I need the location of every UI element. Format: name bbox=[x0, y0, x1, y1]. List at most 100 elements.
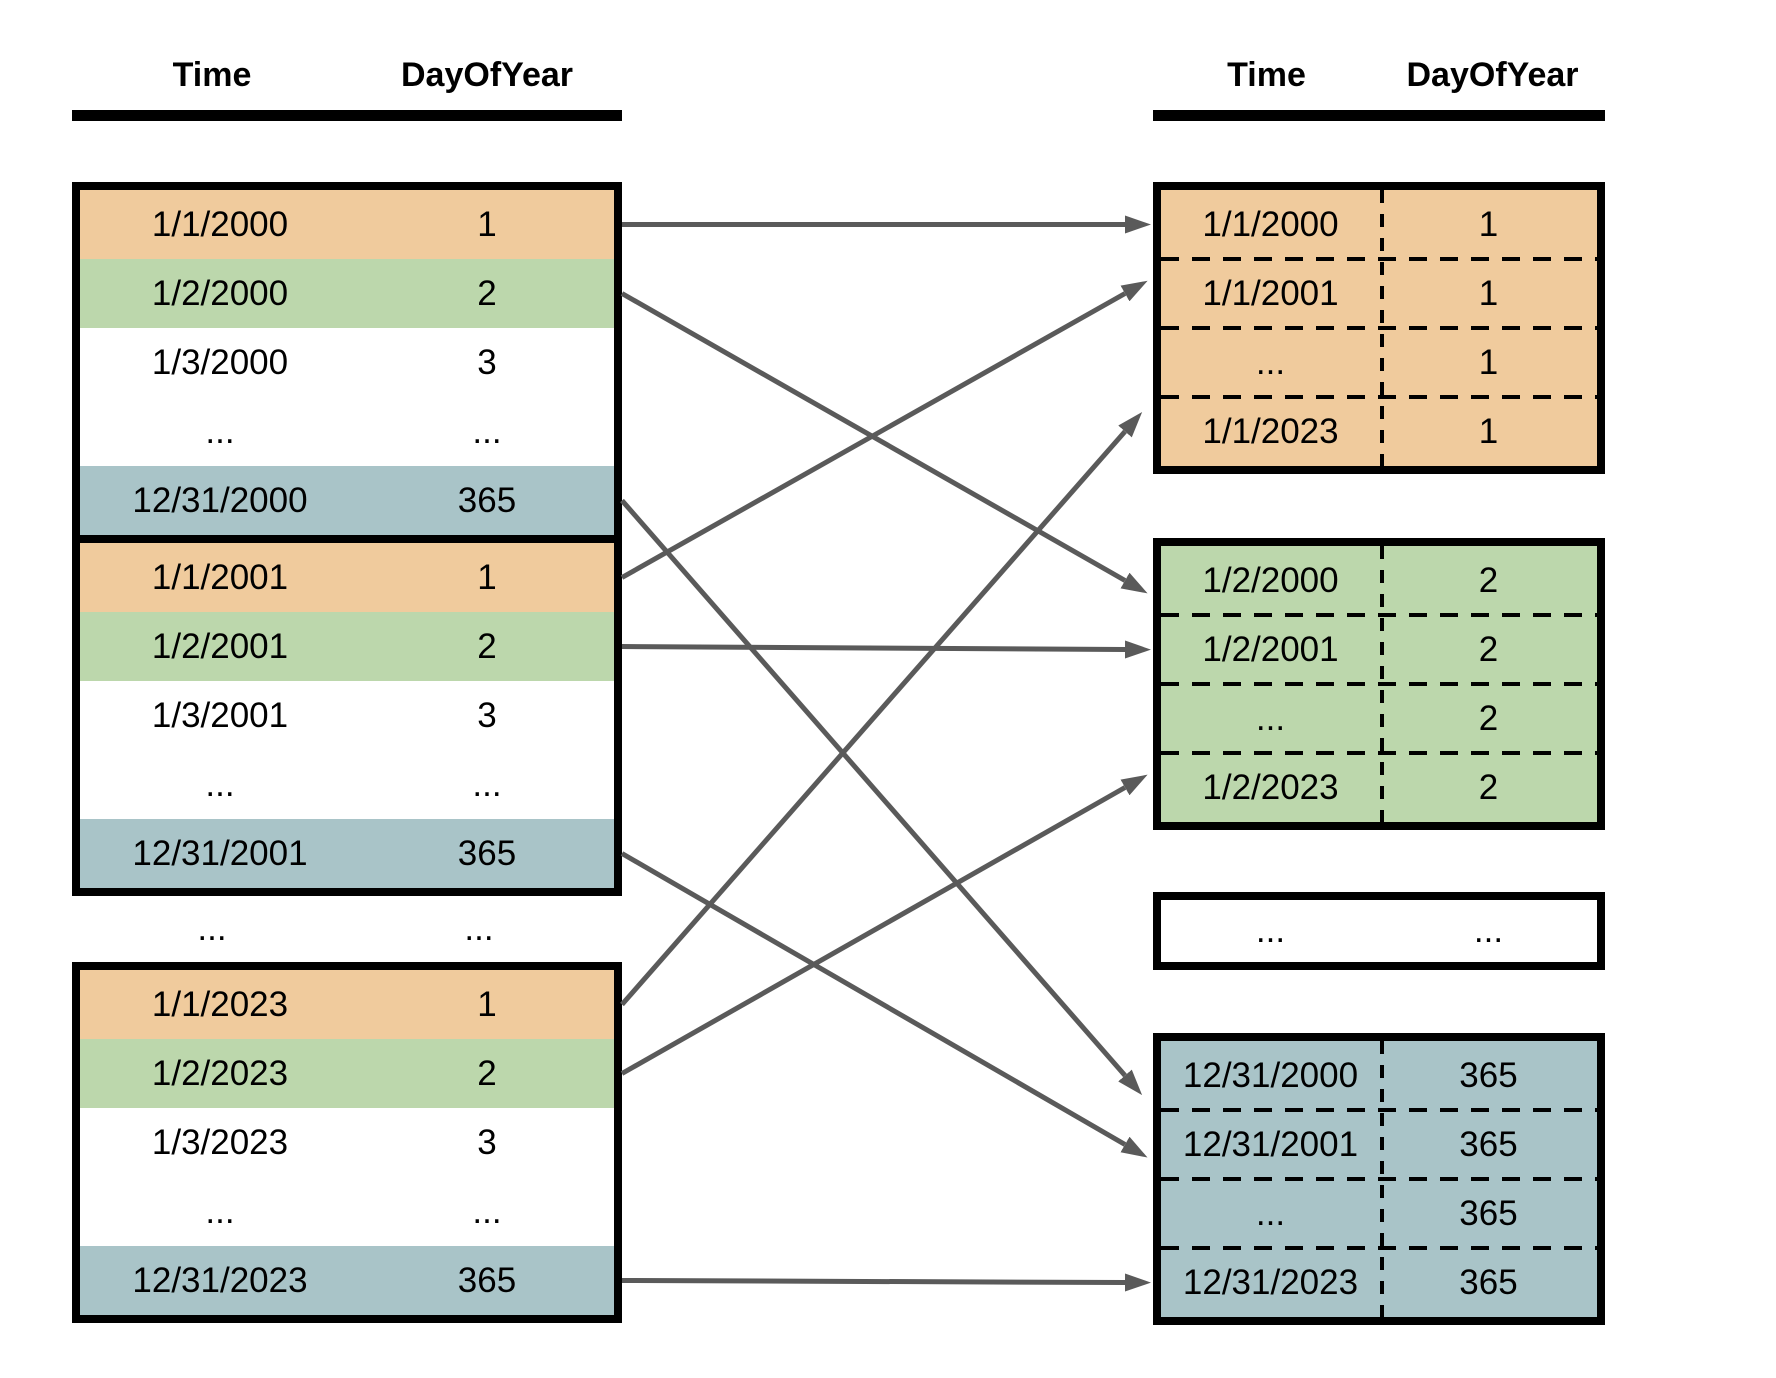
time-cell: 1/2/2023 bbox=[1202, 767, 1339, 807]
table-row: 1/1/2023 1 bbox=[80, 970, 614, 1039]
group-row: 12/31/2023 365 bbox=[1161, 1246, 1597, 1317]
group-row: 1/2/2001 2 bbox=[1161, 613, 1597, 684]
column-divider-dashed bbox=[1380, 546, 1384, 822]
group-row: 1/2/2000 2 bbox=[1161, 546, 1597, 615]
left-tables-separator: ... ... bbox=[72, 896, 622, 962]
time-cell: 12/31/2001 bbox=[132, 833, 308, 873]
day-cell: 1 bbox=[477, 984, 497, 1024]
time-cell: 1/1/2023 bbox=[1202, 411, 1339, 451]
time-cell: ... bbox=[1255, 911, 1286, 950]
time-cell: ... bbox=[1255, 1193, 1286, 1233]
day-cell: 365 bbox=[457, 1260, 517, 1300]
table-row: 12/31/2023 365 bbox=[80, 1246, 614, 1315]
time-cell: 12/31/2023 bbox=[132, 1260, 308, 1300]
table-row: 1/2/2000 2 bbox=[80, 259, 614, 328]
group-row-ellipsis: ... ... bbox=[1161, 900, 1597, 962]
time-cell: ... bbox=[205, 1191, 235, 1231]
table-row: 12/31/2001 365 bbox=[80, 819, 614, 888]
time-cell: ... bbox=[205, 411, 235, 451]
left-header-time: Time bbox=[172, 55, 252, 94]
day-cell: 365 bbox=[1459, 1262, 1518, 1302]
day-cell: ... bbox=[1473, 911, 1504, 950]
right-group-day365: 12/31/2000 365 12/31/2001 365 ... 365 12… bbox=[1153, 1033, 1605, 1325]
day-cell: 1 bbox=[1478, 273, 1499, 313]
left-header-dayofyear: DayOfYear bbox=[401, 55, 573, 94]
left-table-2023: 1/1/2023 1 1/2/2023 2 1/3/2023 3 ... ...… bbox=[72, 962, 622, 1323]
time-cell: 1/2/2023 bbox=[151, 1053, 289, 1093]
day-cell: 365 bbox=[1459, 1055, 1518, 1095]
day-cell: 365 bbox=[457, 833, 517, 873]
day-cell: ... bbox=[472, 764, 502, 804]
right-header-time: Time bbox=[1227, 55, 1306, 94]
day-cell: ... bbox=[472, 411, 502, 451]
right-header-dayofyear: DayOfYear bbox=[1406, 55, 1579, 94]
group-row-ellipsis: ... 2 bbox=[1161, 682, 1597, 753]
table-row: 1/1/2000 1 bbox=[80, 190, 614, 259]
ellipsis: ... bbox=[197, 909, 227, 948]
day-cell: 1 bbox=[1478, 204, 1499, 244]
day-cell: 1 bbox=[1478, 342, 1499, 382]
ellipsis: ... bbox=[464, 909, 494, 948]
day-cell: 365 bbox=[457, 480, 517, 520]
table-row-ellipsis: ... ... bbox=[80, 397, 614, 466]
day-cell: 2 bbox=[1478, 767, 1499, 807]
table-row: 1/1/2001 1 bbox=[80, 543, 614, 612]
day-cell: 1 bbox=[1478, 411, 1499, 451]
time-cell: 1/1/2001 bbox=[151, 557, 289, 597]
group-row: 12/31/2001 365 bbox=[1161, 1108, 1597, 1179]
table-row-ellipsis: ... ... bbox=[80, 750, 614, 819]
group-row: 1/1/2000 1 bbox=[1161, 190, 1597, 259]
day-cell: 2 bbox=[477, 273, 497, 313]
day-cell: 2 bbox=[1478, 698, 1499, 738]
group-row: 1/2/2023 2 bbox=[1161, 751, 1597, 822]
left-table-2001: 1/1/2001 1 1/2/2001 2 1/3/2001 3 ... ...… bbox=[72, 535, 622, 896]
day-cell: 2 bbox=[1478, 629, 1499, 669]
time-cell: 1/2/2000 bbox=[1202, 560, 1339, 600]
group-row: 1/1/2001 1 bbox=[1161, 257, 1597, 328]
table-row-ellipsis: ... ... bbox=[80, 1177, 614, 1246]
column-divider-dashed bbox=[1380, 190, 1384, 466]
right-group-ellipsis: ... ... bbox=[1153, 892, 1605, 970]
left-table-2000: 1/1/2000 1 1/2/2000 2 1/3/2000 3 ... ...… bbox=[72, 182, 622, 543]
day-cell: 3 bbox=[477, 342, 497, 382]
right-group-day1: 1/1/2000 1 1/1/2001 1 ... 1 1/1/2023 1 bbox=[1153, 182, 1605, 474]
group-row-ellipsis: ... 1 bbox=[1161, 326, 1597, 397]
right-table-header: Time DayOfYear bbox=[1153, 50, 1605, 100]
time-cell: 12/31/2000 bbox=[132, 480, 308, 520]
time-cell: ... bbox=[1255, 698, 1286, 738]
day-cell: 3 bbox=[477, 1122, 497, 1162]
left-table-header: Time DayOfYear bbox=[72, 50, 622, 100]
mapping-arrow bbox=[620, 851, 1148, 1158]
right-header-underline bbox=[1153, 110, 1605, 121]
day-cell: 365 bbox=[1459, 1124, 1518, 1164]
day-cell: 2 bbox=[477, 1053, 497, 1093]
time-cell: 12/31/2001 bbox=[1182, 1124, 1359, 1164]
table-row: 1/3/2000 3 bbox=[80, 328, 614, 397]
table-row: 1/3/2001 3 bbox=[80, 681, 614, 750]
mapping-arrow bbox=[620, 280, 1148, 580]
day-cell: 1 bbox=[477, 204, 497, 244]
time-cell: 1/3/2000 bbox=[151, 342, 289, 382]
time-cell: ... bbox=[205, 764, 235, 804]
column-divider-dashed bbox=[1380, 1041, 1384, 1317]
day-cell: 2 bbox=[477, 626, 497, 666]
left-header-underline bbox=[72, 110, 622, 121]
time-cell: 1/1/2000 bbox=[1202, 204, 1339, 244]
time-cell: 1/2/2000 bbox=[151, 273, 289, 313]
mapping-arrow bbox=[621, 1273, 1151, 1292]
time-cell: 1/1/2023 bbox=[151, 984, 289, 1024]
mapping-arrow bbox=[620, 774, 1148, 1076]
time-cell: 12/31/2000 bbox=[1182, 1055, 1359, 1095]
day-cell: 1 bbox=[477, 557, 497, 597]
group-row-ellipsis: ... 365 bbox=[1161, 1177, 1597, 1248]
time-cell: ... bbox=[1255, 342, 1286, 382]
table-row: 12/31/2000 365 bbox=[80, 466, 614, 535]
mapping-arrow bbox=[620, 291, 1148, 594]
time-cell: 1/2/2001 bbox=[151, 626, 289, 666]
day-cell: 3 bbox=[477, 695, 497, 735]
time-cell: 1/1/2001 bbox=[1202, 273, 1339, 313]
table-row: 1/2/2023 2 bbox=[80, 1039, 614, 1108]
mapping-arrow bbox=[620, 498, 1143, 1096]
mapping-arrow bbox=[620, 411, 1143, 1007]
